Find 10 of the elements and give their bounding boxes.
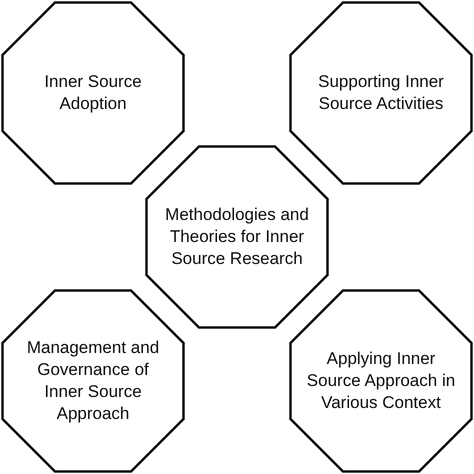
octagon-node	[289, 1, 473, 185]
octagon-node	[1, 289, 185, 473]
octagon-node	[145, 145, 329, 329]
octagon-node	[289, 289, 473, 473]
node-text: Applying Inner Source Approach in Various Context	[306, 348, 456, 414]
node-text: Management and Governance of Inner Source Approach	[26, 337, 160, 425]
node-text: Supporting Inner Source Activities	[317, 71, 445, 115]
node-text: Methodologies and Theories for Inner Source Research	[164, 204, 310, 270]
octagon-node	[1, 1, 185, 185]
node-text: Inner Source Adoption	[43, 71, 143, 115]
